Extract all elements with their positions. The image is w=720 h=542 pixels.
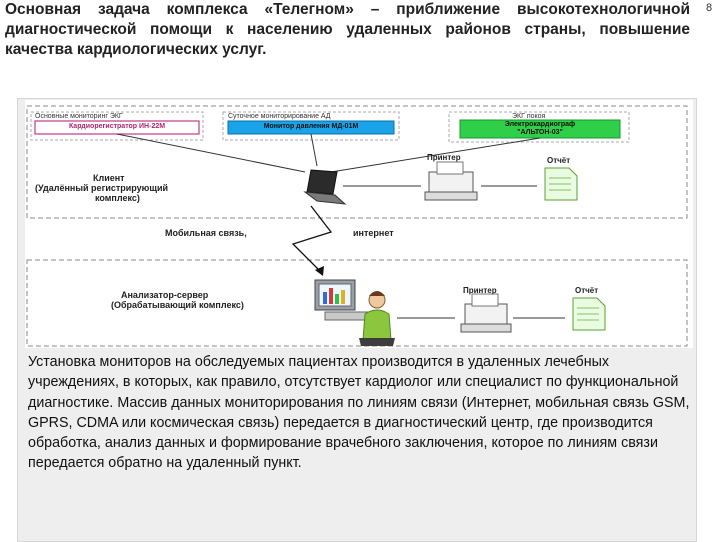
laptop-screen xyxy=(306,169,338,195)
device-rest-label-2: "АЛЬТОН-03" xyxy=(517,129,563,136)
printer-bottom-label: Принтер xyxy=(463,286,497,295)
report-top-label: Отчёт xyxy=(547,156,571,165)
arrow-ecg xyxy=(116,133,306,173)
telemedicine-diagram: Основные мониторинг ЭКГ Кардиорегистрато… xyxy=(25,100,693,348)
arrow-rest xyxy=(330,137,541,173)
page-number: 8 xyxy=(706,2,713,14)
slide-title: Основная задача комплекса «Телегном» – п… xyxy=(5,1,690,58)
server-group-frame xyxy=(26,259,688,347)
operator-body xyxy=(362,309,392,341)
printer-top-label: Принтер xyxy=(427,153,461,162)
device-bp-label: Монитор давления МД-01М xyxy=(263,123,359,130)
server-label-2: (Обрабатывающий комплекс) xyxy=(111,300,244,310)
printer-top-paper xyxy=(436,161,464,175)
printer-top-tray xyxy=(424,191,478,201)
report-bottom-label: Отчёт xyxy=(575,286,599,295)
printer-bottom-body xyxy=(464,303,508,327)
rest-ecg-frame xyxy=(448,111,630,143)
server-label-1: Анализатор-сервер xyxy=(121,290,209,300)
device-ecg-label: Кардиорегистратор ИН-22М xyxy=(68,123,166,130)
ecg-frame xyxy=(30,111,204,141)
client-label-3: комплекс) xyxy=(95,193,140,203)
communication-link xyxy=(291,205,333,273)
client-label-2: (Удалённый регистрирующий xyxy=(35,183,169,193)
caption-ecg: Основные мониторинг ЭКГ xyxy=(35,113,123,120)
device-rest-label-1: Электрокардиограф xyxy=(504,121,576,128)
diagram-graphics xyxy=(26,105,688,347)
laptop-base xyxy=(303,191,347,205)
mobile-label: Мобильная связь, xyxy=(165,228,247,238)
description-paragraph: Установка мониторов на обследуемых пацие… xyxy=(28,354,690,472)
client-label-1: Клиент xyxy=(93,173,125,183)
caption-bp: Суточное мониторирование АД xyxy=(228,113,331,120)
client-group-frame xyxy=(26,105,688,219)
printer-top-body xyxy=(428,171,474,195)
internet-label: интернет xyxy=(353,228,394,238)
bp-frame xyxy=(222,111,400,141)
caption-rest-ecg: ЭКГ покоя xyxy=(512,113,546,120)
arrow-bp xyxy=(310,133,318,167)
